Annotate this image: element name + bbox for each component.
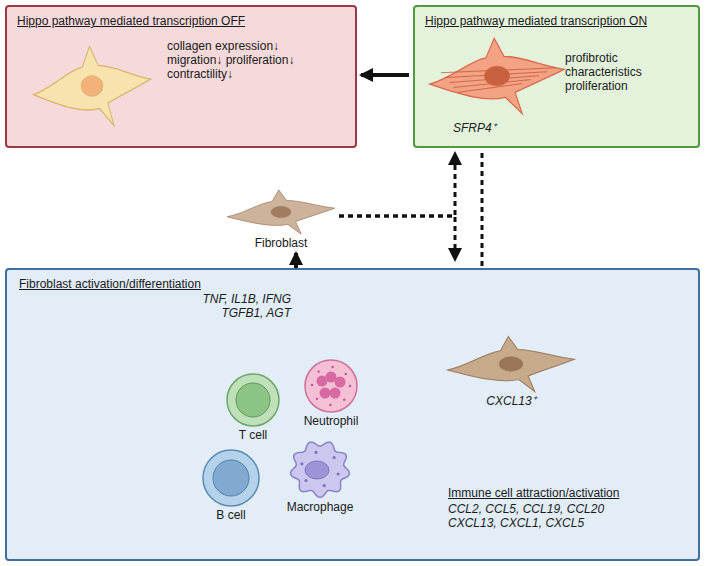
fibroblast-drawing <box>427 35 567 117</box>
nucleus <box>271 206 291 218</box>
vesicle <box>337 472 340 475</box>
box-heading: Hippo pathway mediated transcription ON <box>425 14 647 28</box>
neutrophil-cell: Neutrophil <box>294 358 368 428</box>
drawing-part <box>236 383 270 417</box>
nucleus-lobe <box>320 388 331 399</box>
effect-list: collagen expression↓ migration↓ prolifer… <box>167 39 307 81</box>
immune-cell-drawing <box>280 438 360 500</box>
b-cell: B cell <box>199 448 263 522</box>
vesicle <box>333 456 336 459</box>
immune-cell-drawing <box>294 358 368 414</box>
immune-cell-drawing <box>222 372 284 428</box>
granule <box>349 385 351 387</box>
fibroblast-drawing <box>31 43 153 129</box>
drawing-part <box>33 46 150 125</box>
box-heading: Hippo pathway mediated transcription OFF <box>17 14 245 28</box>
nucleus <box>499 357 523 371</box>
granule <box>317 370 319 372</box>
cell-label: Fibroblast <box>225 236 337 250</box>
effect-list: profibrotic characteristics proliferatio… <box>565 51 697 93</box>
granule <box>329 404 331 406</box>
cell-marker: SFRP4⁺ <box>453 121 496 135</box>
cell-label: CXCL13⁺ <box>445 394 577 408</box>
macrophage-cell: Macrophage <box>280 438 360 514</box>
vesicle <box>300 462 303 465</box>
fibroblast-drawing <box>445 334 577 394</box>
granule <box>343 398 345 400</box>
vesicle <box>323 484 326 487</box>
gene-list: CCL2, CCL5, CCL19, CCL20 CXCL13, CXCL1, … <box>448 502 624 530</box>
drawing-part <box>305 360 357 412</box>
granule <box>345 373 347 375</box>
fibroblast-drawing <box>225 188 337 236</box>
section-heading: Fibroblast activation/differentiation <box>19 277 201 291</box>
granule <box>331 366 333 368</box>
stress-fiber <box>458 84 522 93</box>
t-cell: T cell <box>222 372 284 442</box>
drawing-part <box>203 450 259 506</box>
vesicle <box>304 479 307 482</box>
cell-label: T cell <box>222 428 284 442</box>
state-box: Hippo pathway mediated transcription OFF… <box>5 5 357 148</box>
nucleus-lobe <box>335 377 346 388</box>
cell-label: Macrophage <box>280 500 360 514</box>
drawing-part <box>227 374 279 426</box>
gene-list: TNF, IL1B, IFNG TGFB1, AGT <box>181 292 291 320</box>
cell-label: B cell <box>199 508 263 522</box>
dashed-arrow <box>339 216 455 260</box>
drawing-part <box>213 460 249 496</box>
solid-arrow <box>361 73 409 77</box>
section-heading: Immune cell attraction/activation <box>448 486 619 500</box>
cell-label: Neutrophil <box>294 414 368 428</box>
nucleus <box>81 76 103 97</box>
vesicle <box>314 451 317 454</box>
granule <box>316 398 318 400</box>
nucleus <box>484 66 509 86</box>
nucleus <box>305 461 329 479</box>
drawing-part <box>430 38 564 113</box>
dashed-arrow <box>339 153 455 216</box>
state-box: Hippo pathway mediated transcription ON p… <box>413 5 700 148</box>
drawing-part <box>448 336 575 391</box>
granule <box>311 384 313 386</box>
fibroblast-cell: Fibroblast <box>225 188 337 250</box>
drawing-part <box>227 190 335 234</box>
nucleus-lobe <box>330 388 341 399</box>
immune-cell-drawing <box>199 448 263 508</box>
drawing-part <box>291 442 350 497</box>
cxcl13-fibroblast: CXCL13⁺ <box>445 334 577 408</box>
region-box: Fibroblast activation/differentiationTNF… <box>5 268 700 561</box>
